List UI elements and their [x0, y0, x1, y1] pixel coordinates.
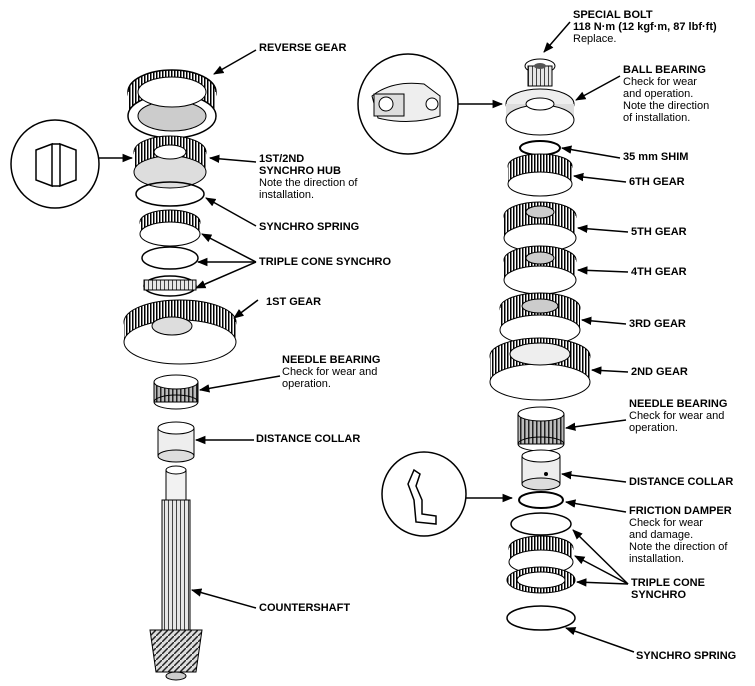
- label-sixth-gear: 6TH GEAR: [629, 176, 685, 188]
- label-special-bolt-title: SPECIAL BOLT: [573, 9, 653, 21]
- label-special-bolt-note: Replace.: [573, 33, 617, 45]
- label-fourth-gear-title: 4TH GEAR: [631, 266, 687, 278]
- label-friction-damper-note1: Check for wear: [629, 517, 703, 529]
- label-synchro-spring-left-title: SYNCHRO SPRING: [259, 221, 360, 233]
- fourth-gear-part: [503, 245, 577, 295]
- label-shim-title: 35 mm SHIM: [623, 151, 689, 163]
- triple-cone-synchro-right-part: [506, 512, 576, 594]
- label-ball-bearing-note4: of installation.: [623, 112, 691, 124]
- label-fifth-gear-title: 5TH GEAR: [631, 226, 687, 238]
- label-distance-collar-right-title: DISTANCE COLLAR: [629, 476, 734, 488]
- label-needle-bearing-right-note2: operation.: [629, 422, 678, 434]
- distance-collar-left-part: [157, 421, 195, 463]
- label-special-bolt: SPECIAL BOLT 118 N·m (12 kgf·m, 87 lbf·f…: [573, 9, 717, 45]
- label-ball-bearing-note2: and operation.: [623, 88, 694, 100]
- third-gear-part: [499, 292, 581, 346]
- label-synchro-hub-title1: 1ST/2ND: [259, 153, 305, 165]
- label-synchro-spring-right-title: SYNCHRO SPRING: [636, 650, 737, 662]
- label-friction-damper: FRICTION DAMPER Check for wear and damag…: [629, 505, 732, 565]
- synchro-spring-right-part: [506, 605, 576, 631]
- label-synchro-hub-left: 1ST/2ND SYNCHRO HUB Note the direction o…: [259, 153, 357, 201]
- label-needle-bearing-right-note1: Check for wear and: [629, 410, 725, 422]
- countershaft-part: [149, 465, 203, 681]
- label-distance-collar-left: DISTANCE COLLAR: [256, 433, 360, 445]
- distance-collar-right-part: [521, 449, 561, 491]
- label-ball-bearing-title: BALL BEARING: [623, 64, 706, 76]
- label-needle-bearing-left-title: NEEDLE BEARING: [282, 354, 381, 366]
- left-assembly: [10, 69, 237, 681]
- label-reverse-gear: REVERSE GEAR: [259, 42, 346, 54]
- label-countershaft: COUNTERSHAFT: [259, 602, 350, 614]
- label-third-gear-title: 3RD GEAR: [629, 318, 686, 330]
- needle-bearing-left-part: [153, 374, 199, 410]
- label-reverse-gear-title: REVERSE GEAR: [259, 42, 347, 54]
- sixth-gear-part: [507, 153, 573, 197]
- label-triple-cone-right-title2: SYNCHRO: [631, 589, 687, 601]
- label-ball-bearing: BALL BEARING Check for wear and operatio…: [623, 64, 709, 124]
- label-needle-bearing-right: NEEDLE BEARING Check for wear and operat…: [629, 398, 727, 434]
- label-synchro-spring-right: SYNCHRO SPRING: [636, 650, 736, 662]
- label-fourth-gear: 4TH GEAR: [631, 266, 687, 278]
- label-distance-collar-right: DISTANCE COLLAR: [629, 476, 733, 488]
- label-sixth-gear-title: 6TH GEAR: [629, 176, 685, 188]
- bearing-detail-inset: [357, 53, 459, 155]
- synchro-hub-part: [133, 135, 207, 189]
- label-friction-damper-title: FRICTION DAMPER: [629, 505, 732, 517]
- label-synchro-hub-note2: installation.: [259, 189, 315, 201]
- label-friction-damper-note4: installation.: [629, 553, 685, 565]
- label-triple-cone-left-title: TRIPLE CONE SYNCHRO: [259, 256, 392, 268]
- right-assembly: [357, 53, 591, 631]
- label-special-bolt-spec: 118 N·m (12 kgf·m, 87 lbf·ft): [573, 21, 717, 33]
- reverse-gear-part: [127, 69, 217, 139]
- label-triple-cone-right: TRIPLE CONE SYNCHRO: [631, 577, 705, 601]
- label-triple-cone-right-title1: TRIPLE CONE: [631, 577, 705, 589]
- special-bolt-part: [524, 58, 556, 87]
- second-gear-part: [489, 337, 591, 401]
- label-ball-bearing-note3: Note the direction: [623, 100, 710, 112]
- label-needle-bearing-left-note2: operation.: [282, 378, 331, 390]
- triple-cone-synchro-left-part: [139, 209, 201, 297]
- synchro-spring-left-part: [135, 181, 205, 207]
- first-gear-part: [123, 299, 237, 365]
- label-needle-bearing-right-title: NEEDLE BEARING: [629, 398, 728, 410]
- label-synchro-spring-left: SYNCHRO SPRING: [259, 221, 359, 233]
- friction-damper-part: [518, 491, 564, 509]
- label-countershaft-title: COUNTERSHAFT: [259, 602, 351, 614]
- label-second-gear: 2ND GEAR: [631, 366, 688, 378]
- label-first-gear-title: 1ST GEAR: [266, 296, 322, 308]
- leader-arrows: [190, 21, 635, 653]
- fifth-gear-part: [503, 201, 577, 253]
- label-friction-damper-note3: Note the direction of: [629, 541, 728, 553]
- label-ball-bearing-note1: Check for wear: [623, 76, 697, 88]
- label-distance-collar-left-title: DISTANCE COLLAR: [256, 433, 361, 445]
- label-fifth-gear: 5TH GEAR: [631, 226, 687, 238]
- label-triple-cone-left: TRIPLE CONE SYNCHRO: [259, 256, 391, 268]
- ball-bearing-part: [505, 88, 575, 136]
- label-friction-damper-note2: and damage.: [629, 529, 694, 541]
- synchro-detail-inset-left: [10, 119, 100, 209]
- damper-detail-inset: [381, 451, 467, 537]
- label-needle-bearing-left-note1: Check for wear and: [282, 366, 378, 378]
- shim-part: [519, 140, 561, 156]
- label-synchro-hub-note1: Note the direction of: [259, 177, 358, 189]
- label-synchro-hub-title2: SYNCHRO HUB: [259, 165, 341, 177]
- label-third-gear: 3RD GEAR: [629, 318, 686, 330]
- label-first-gear: 1ST GEAR: [266, 296, 321, 308]
- label-shim: 35 mm SHIM: [623, 151, 688, 163]
- needle-bearing-right-part: [517, 406, 565, 452]
- label-second-gear-title: 2ND GEAR: [631, 366, 688, 378]
- label-needle-bearing-left: NEEDLE BEARING Check for wear and operat…: [282, 354, 380, 390]
